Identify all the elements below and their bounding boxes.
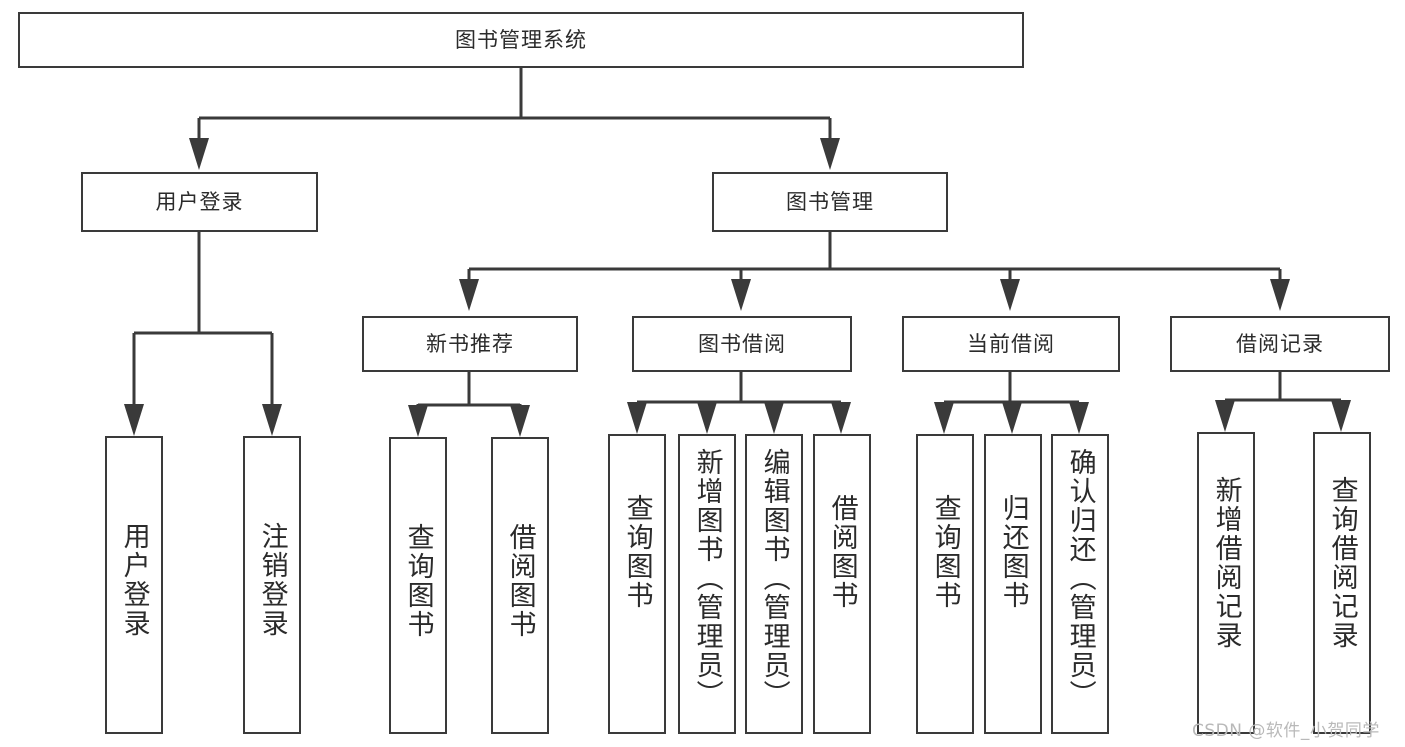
arrow-to-leaf-user-2 <box>262 404 282 436</box>
arrow-to-leaf-new-2 <box>510 405 530 437</box>
arrow-to-leaf-borrow-4 <box>831 402 851 434</box>
node-current-borrow[interactable]: 当前借阅 <box>902 316 1120 372</box>
arrow-to-leaf-current-2 <box>1002 402 1022 434</box>
leaf-book-borrow-lend-label: 借阅图书 <box>826 494 858 610</box>
node-book-borrow-label: 图书借阅 <box>698 331 786 356</box>
leaf-new-book-borrow[interactable]: 借阅图书 <box>491 437 549 734</box>
leaf-new-book-query-label: 查询图书 <box>402 523 434 639</box>
arrow-to-leaf-record-2 <box>1331 400 1351 432</box>
leaf-current-borrow-confirm-label: 确认归还（管理员） <box>1064 448 1096 709</box>
node-borrow-record[interactable]: 借阅记录 <box>1170 316 1390 372</box>
arrowheads <box>124 138 1351 437</box>
leaf-book-borrow-query-label: 查询图书 <box>621 494 653 610</box>
arrow-to-leaf-new-1 <box>408 405 428 437</box>
node-new-book-recommend[interactable]: 新书推荐 <box>362 316 578 372</box>
leaf-borrow-record-query[interactable]: 查询借阅记录 <box>1313 432 1371 734</box>
arrow-to-leaf-borrow-2 <box>697 402 717 434</box>
leaf-book-borrow-edit-label: 编辑图书（管理员） <box>758 448 790 709</box>
leaf-book-borrow-lend[interactable]: 借阅图书 <box>813 434 871 734</box>
arrow-to-borrow-record <box>1270 279 1290 311</box>
leaf-user-login-login-label: 用户登录 <box>118 522 150 638</box>
leaf-borrow-record-add-label: 新增借阅记录 <box>1210 476 1242 650</box>
leaf-user-login-logout[interactable]: 注销登录 <box>243 436 301 734</box>
arrow-to-current-borrow <box>1000 279 1020 311</box>
node-user-login[interactable]: 用户登录 <box>81 172 318 232</box>
leaf-borrow-record-add[interactable]: 新增借阅记录 <box>1197 432 1255 734</box>
leaf-current-borrow-return-label: 归还图书 <box>997 494 1029 610</box>
arrow-to-leaf-borrow-1 <box>627 402 647 434</box>
arrow-to-leaf-record-1 <box>1215 400 1235 432</box>
leaf-new-book-query[interactable]: 查询图书 <box>389 437 447 734</box>
node-current-borrow-label: 当前借阅 <box>967 331 1055 356</box>
leaf-new-book-borrow-label: 借阅图书 <box>504 523 536 639</box>
node-new-book-recommend-label: 新书推荐 <box>426 331 514 356</box>
leaf-book-borrow-query[interactable]: 查询图书 <box>608 434 666 734</box>
arrow-to-new-book <box>459 279 479 311</box>
leaf-current-borrow-query[interactable]: 查询图书 <box>916 434 974 734</box>
arrow-to-leaf-current-3 <box>1069 402 1089 434</box>
arrow-to-leaf-borrow-3 <box>764 402 784 434</box>
leaf-current-borrow-return[interactable]: 归还图书 <box>984 434 1042 734</box>
leaf-current-borrow-confirm[interactable]: 确认归还（管理员） <box>1051 434 1109 734</box>
node-borrow-record-label: 借阅记录 <box>1236 331 1324 356</box>
node-book-management[interactable]: 图书管理 <box>712 172 948 232</box>
node-book-management-label: 图书管理 <box>786 189 874 214</box>
leaf-current-borrow-query-label: 查询图书 <box>929 494 961 610</box>
node-root[interactable]: 图书管理系统 <box>18 12 1024 68</box>
leaf-borrow-record-query-label: 查询借阅记录 <box>1326 476 1358 650</box>
arrow-to-user-login <box>189 138 209 170</box>
leaf-book-borrow-add-label: 新增图书（管理员） <box>691 448 723 709</box>
leaf-user-login-logout-label: 注销登录 <box>256 522 288 638</box>
node-book-borrow[interactable]: 图书借阅 <box>632 316 852 372</box>
node-user-login-label: 用户登录 <box>155 189 244 214</box>
leaf-book-borrow-edit[interactable]: 编辑图书（管理员） <box>745 434 803 734</box>
watermark: CSDN @软件_小贺同学 <box>1192 721 1380 741</box>
leaf-user-login-login[interactable]: 用户登录 <box>105 436 163 734</box>
arrow-to-book-mgmt <box>820 138 840 170</box>
node-root-label: 图书管理系统 <box>455 27 587 52</box>
arrow-to-leaf-user-1 <box>124 404 144 436</box>
arrow-to-leaf-current-1 <box>934 402 954 434</box>
arrow-to-book-borrow <box>731 279 751 311</box>
leaf-book-borrow-add[interactable]: 新增图书（管理员） <box>678 434 736 734</box>
